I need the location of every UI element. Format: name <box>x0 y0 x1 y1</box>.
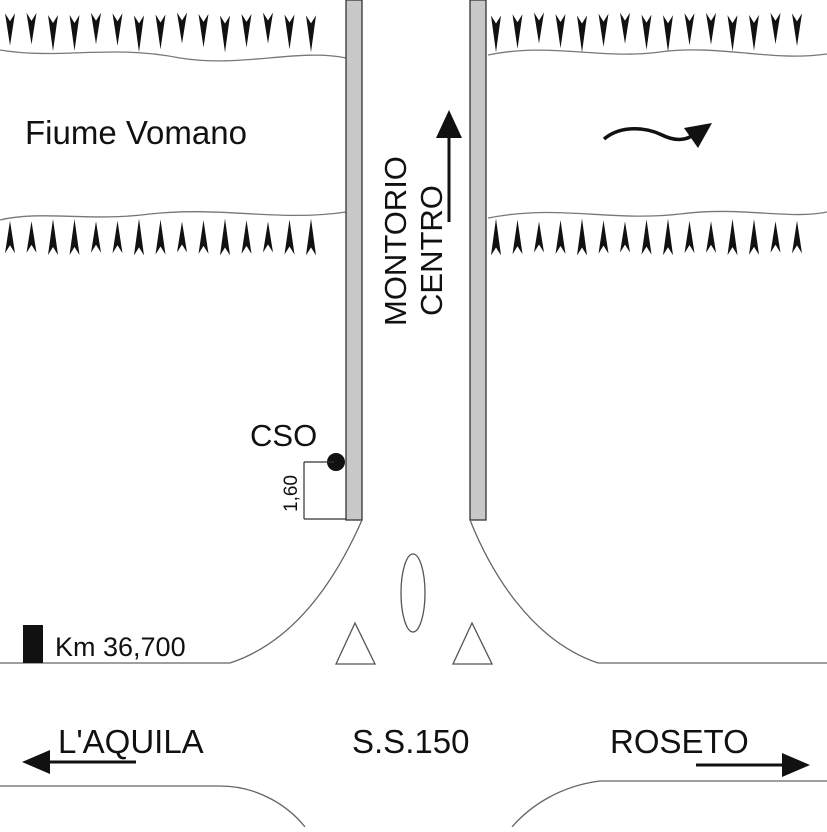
direction-label-montorio: MONTORIO <box>378 156 413 326</box>
hachure-mark <box>749 14 759 51</box>
hachure-mark <box>69 14 80 51</box>
river-name-label: Fiume Vomano <box>25 114 247 151</box>
bridge-parapet-right <box>469 0 487 521</box>
cso-label: CSO <box>250 418 317 453</box>
hachure-mark <box>577 218 587 256</box>
km-marker-label: Km 36,700 <box>55 632 186 662</box>
hachure-mark <box>792 13 802 47</box>
hachure-mark <box>491 15 501 53</box>
hachure-mark <box>792 220 802 254</box>
hachure-mark <box>512 14 523 49</box>
hachure-mark <box>727 15 738 52</box>
km-marker-post <box>23 625 43 663</box>
hachure-mark <box>706 12 716 45</box>
road-edge-bottom-left <box>0 785 306 828</box>
hachure-mark <box>26 221 37 253</box>
hachure-mark <box>284 14 295 50</box>
junction-curve-right <box>469 519 599 664</box>
hachure-mark <box>48 218 58 256</box>
hachure-mark <box>534 12 544 44</box>
hachure-mark <box>5 220 15 254</box>
hachure-mark <box>598 13 609 47</box>
hachure-mark <box>177 12 187 44</box>
hachure-mark <box>198 220 209 254</box>
embankment-hatching-bottom-right <box>491 218 802 256</box>
river-bank-top-left <box>0 49 347 62</box>
traffic-island <box>400 553 426 633</box>
hachure-mark <box>48 15 58 52</box>
hachure-mark <box>512 219 523 255</box>
hachure-mark <box>727 218 738 256</box>
hachure-mark <box>198 13 209 48</box>
hachure-mark <box>491 218 501 256</box>
hachure-mark <box>684 220 695 254</box>
hachure-mark <box>641 219 652 255</box>
hachure-mark <box>306 218 316 256</box>
hachure-mark <box>91 221 101 253</box>
direction-label-centro: CENTRO <box>414 185 449 316</box>
arrow-right-icon <box>696 753 810 777</box>
hachure-mark <box>663 15 673 52</box>
junction-curve-left <box>229 519 363 664</box>
arrow-left-icon <box>22 750 136 774</box>
hachure-mark <box>770 221 781 253</box>
hachure-mark <box>112 220 123 254</box>
hachure-mark <box>684 13 695 46</box>
cso-point <box>327 453 345 471</box>
hachure-mark <box>641 14 652 50</box>
hachure-mark <box>306 15 316 53</box>
hachure-mark <box>91 12 101 45</box>
river-bank-bottom-right <box>487 210 827 219</box>
hachure-mark <box>177 221 187 253</box>
river-bank-top-right <box>487 49 827 57</box>
hachure-mark <box>241 220 252 254</box>
arrow-up-icon <box>436 110 462 222</box>
hachure-mark <box>26 12 37 45</box>
hachure-mark <box>134 15 144 53</box>
hachure-mark <box>5 13 15 46</box>
destination-right-label: ROSETO <box>610 723 749 760</box>
hachure-mark <box>534 221 544 253</box>
yield-triangle-right <box>451 621 494 665</box>
river-flow-arrow-icon <box>602 123 712 148</box>
embankment-hatching-bottom-left <box>5 218 316 256</box>
cso-height-dimension <box>303 461 346 520</box>
bridge-parapet-left <box>345 0 363 521</box>
hachure-mark <box>241 13 252 48</box>
road-edge-bottom-right <box>511 780 827 828</box>
destination-left-label: L'AQUILA <box>58 723 204 760</box>
hachure-mark <box>706 221 716 253</box>
hachure-mark <box>155 14 166 50</box>
embankment-hatching-top-left <box>5 12 316 53</box>
hachure-mark <box>555 219 566 255</box>
hachure-mark <box>284 219 295 255</box>
embankment-hatching-top-right <box>491 12 802 53</box>
river-bank-bottom-left <box>0 211 347 221</box>
hachure-mark <box>663 218 673 256</box>
hachure-mark <box>598 220 609 254</box>
hachure-mark <box>263 12 273 44</box>
hachure-mark <box>112 13 123 46</box>
hachure-mark <box>620 221 630 253</box>
hachure-mark <box>620 12 630 44</box>
hachure-mark <box>577 15 587 53</box>
hachure-mark <box>555 14 566 49</box>
hachure-mark <box>263 221 273 253</box>
yield-triangle-left <box>334 621 377 665</box>
hachure-mark <box>69 219 80 255</box>
hachure-mark <box>770 12 781 45</box>
cso-height-value: 1,60 <box>281 475 302 512</box>
hachure-mark <box>749 219 759 255</box>
hachure-mark <box>155 219 166 255</box>
hachure-mark <box>220 218 230 256</box>
road-name-label: S.S.150 <box>352 723 469 760</box>
hachure-mark <box>220 15 230 53</box>
hachure-mark <box>134 218 144 256</box>
